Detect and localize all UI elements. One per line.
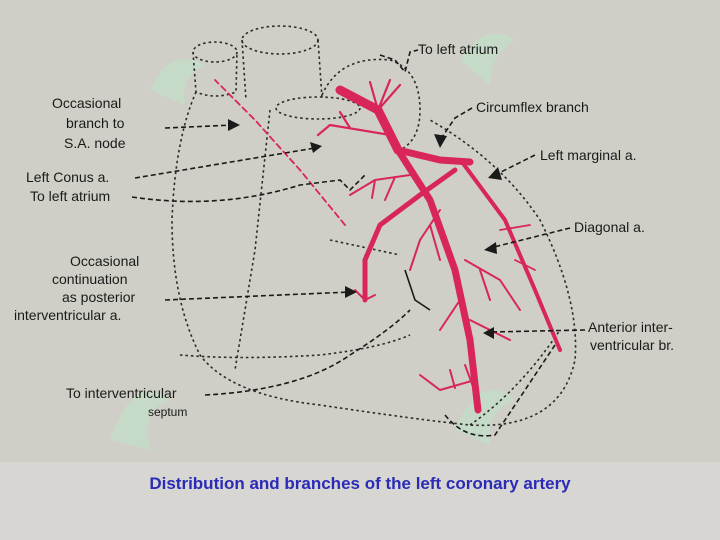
label-interventricular-septum-2: septum xyxy=(148,405,187,419)
label-occasional-continuation-4: interventricular a. xyxy=(14,307,121,323)
label-occasional-continuation-3: as posterior xyxy=(62,289,135,305)
label-to-left-atrium-left: To left atrium xyxy=(30,188,110,204)
label-diagonal: Diagonal a. xyxy=(574,219,645,235)
caption-bar xyxy=(0,462,720,540)
slide-caption: Distribution and branches of the left co… xyxy=(149,474,571,493)
label-occasional-continuation-2: continuation xyxy=(52,271,128,287)
left-coronary-artery xyxy=(214,78,562,414)
label-occasional-branch-1: Occasional xyxy=(52,95,121,111)
diagram-panel xyxy=(0,0,720,462)
label-anterior-interventricular-1: Anterior inter- xyxy=(588,319,673,335)
watermark xyxy=(110,33,515,450)
label-occasional-branch-3: S.A. node xyxy=(64,135,126,151)
label-left-conus: Left Conus a. xyxy=(26,169,109,185)
leader-lines xyxy=(131,49,586,437)
label-occasional-branch-2: branch to xyxy=(66,115,125,131)
label-circumflex-branch: Circumflex branch xyxy=(476,99,589,115)
arrowheads xyxy=(228,119,502,339)
label-to-left-atrium-top: To left atrium xyxy=(418,41,498,57)
label-occasional-continuation-1: Occasional xyxy=(70,253,139,269)
label-interventricular-septum-1: To interventricular xyxy=(66,385,177,401)
label-left-marginal: Left marginal a. xyxy=(540,147,637,163)
label-anterior-interventricular-2: ventricular br. xyxy=(590,337,674,353)
heart-outline xyxy=(171,25,577,427)
heart-diagram: To left atrium Circumflex branch Left ma… xyxy=(14,25,674,450)
